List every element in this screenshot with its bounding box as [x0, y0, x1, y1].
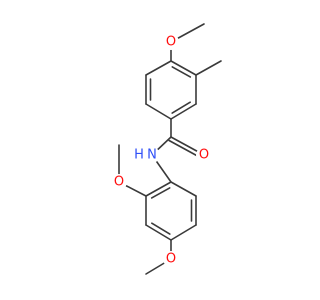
atom-n-amide-bg: [144, 147, 160, 163]
bond-r3-r4: [170, 103, 197, 120]
bond-b1-b2-double: [150, 187, 171, 199]
atom-h-amide-bg: [133, 149, 145, 161]
bond-r1-r2: [170, 60, 197, 76]
atom-o-carbonyl: O: [196, 147, 212, 163]
atom-o-methoxy-para: O: [163, 251, 179, 267]
atom-h-amide: H: [133, 148, 145, 163]
atom-o-methoxy-top-bg: [163, 34, 179, 50]
atom-label-layer: O O N H O O: [111, 34, 212, 267]
atom-n-amide: N: [144, 147, 160, 163]
bond-r2-me2: [195, 60, 222, 76]
bond-r1-r2-double: [171, 66, 192, 78]
bond-b3-b4: [145, 224, 172, 241]
bond-r6-r1: [145, 60, 172, 76]
bond-r3-r4-double: [171, 101, 191, 114]
atom-o-methoxy-top-label: O: [166, 35, 176, 50]
atom-o-carbonyl-bg: [196, 147, 212, 163]
bond-b4-b5: [170, 224, 197, 241]
atom-o-carbonyl-label: O: [199, 148, 209, 163]
bond-b1-b2: [145, 181, 172, 197]
bond-b3-b4-double: [151, 222, 171, 235]
atom-n-amide-label: N: [147, 148, 157, 163]
bond-b6-b1: [170, 181, 197, 197]
atom-o-methoxy-ortho-label: O: [114, 175, 124, 190]
atom-o-methoxy-para-label: O: [166, 252, 176, 267]
atom-o-methoxy-top: O: [163, 34, 179, 50]
atom-o-methoxy-ortho-bg: [111, 174, 127, 190]
bond-r4-r5: [145, 103, 172, 120]
atom-h-amide-label: H: [134, 148, 144, 163]
molecule-structure: O O N H O O: [111, 23, 222, 275]
atom-o-methoxy-para-bg: [163, 251, 179, 267]
atom-o-methoxy-ortho: O: [111, 174, 127, 190]
